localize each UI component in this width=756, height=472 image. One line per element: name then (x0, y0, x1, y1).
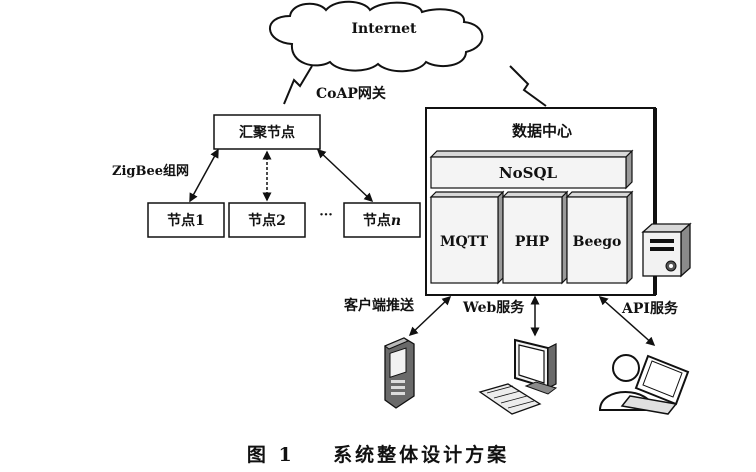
node-1: 节点1 (147, 202, 225, 238)
mqtt-block: MQTT (429, 190, 505, 285)
node-2-label: 节点2 (248, 212, 286, 229)
arrow-api-service (598, 296, 656, 346)
mqtt-label: MQTT (440, 234, 489, 250)
php-block: PHP (501, 190, 569, 285)
wireless-link-gateway (283, 65, 313, 105)
beego-block: Beego (565, 190, 634, 285)
node-2: 节点2 (228, 202, 306, 238)
wireless-link-datacenter (509, 65, 547, 107)
figure-caption: 图 1 系统整体设计方案 (246, 444, 510, 466)
sink-node-label: 汇聚节点 (239, 124, 295, 141)
node-n: 节点n (343, 202, 421, 238)
server-icon (641, 222, 692, 278)
client-push-label: 客户端推送 (343, 297, 415, 314)
arrow-client-push (408, 295, 452, 337)
mobile-phone-icon (384, 337, 415, 409)
zigbee-label: ZigBee组网 (112, 163, 189, 179)
node-n-prefix: 节点 (363, 212, 391, 229)
data-center-title: 数据中心 (512, 122, 572, 140)
beego-label: Beego (573, 234, 622, 250)
arrow-sink-node1 (189, 148, 219, 203)
nosql-label: NoSQL (499, 164, 558, 182)
web-service-label: Web服务 (462, 299, 525, 316)
nosql-block: NoSQL (429, 149, 634, 190)
node-1-label: 节点1 (167, 212, 205, 229)
nodes-ellipsis: ··· (319, 208, 333, 223)
php-label: PHP (515, 234, 550, 250)
sink-node: 汇聚节点 (213, 114, 321, 150)
internet-label: Internet (351, 21, 417, 37)
node-n-suffix: n (391, 213, 401, 229)
desktop-computer-icon (478, 338, 558, 415)
coap-gateway-label: CoAP网关 (316, 85, 386, 102)
api-service-label: API服务 (621, 300, 679, 317)
internet-cloud: Internet (269, 0, 484, 73)
node-n-label: 节点n (363, 212, 401, 229)
data-center: 数据中心 NoSQL MQTT PHP Beego (425, 107, 657, 296)
arrow-sink-noden (316, 148, 374, 203)
laptop-user-icon (598, 354, 690, 415)
